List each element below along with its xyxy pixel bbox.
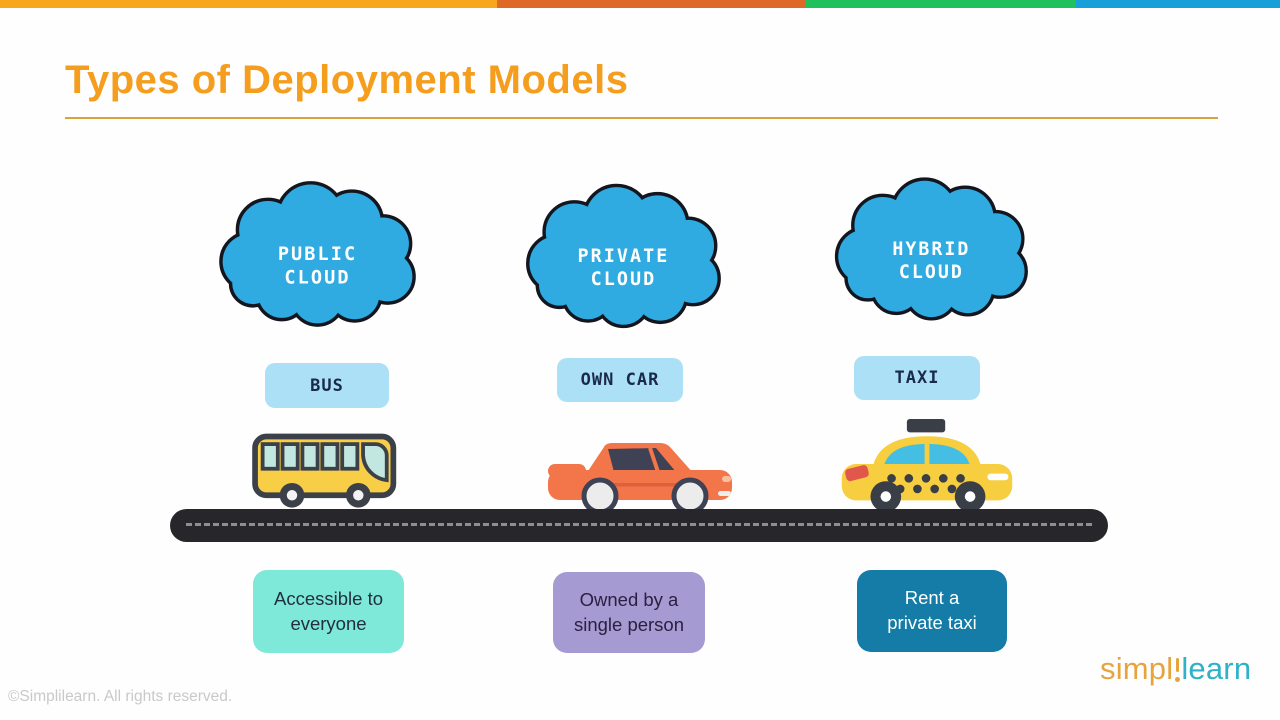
page-title: Types of Deployment Models bbox=[65, 58, 629, 102]
road-illustration bbox=[170, 509, 1108, 542]
private-cloud-label-line1: PRIVATE bbox=[578, 246, 670, 267]
brand-bar-segment bbox=[496, 0, 807, 8]
hybrid-cloud-label-line1: HYBRID bbox=[892, 239, 970, 260]
public-cloud-shape: PUBLIC CLOUD bbox=[202, 178, 422, 334]
logo-i-stem bbox=[1175, 658, 1180, 672]
brand-bar-segment bbox=[1076, 0, 1280, 8]
bus-label-pill: BUS bbox=[265, 363, 389, 408]
hybrid-cloud-description-box: Rent a private taxi bbox=[857, 570, 1007, 652]
hybrid-cloud-shape: HYBRID CLOUD bbox=[818, 176, 1034, 326]
bus-illustration bbox=[252, 433, 397, 508]
copyright-text: ©Simplilearn. All rights reserved. bbox=[8, 688, 233, 705]
brand-color-bar bbox=[0, 0, 1280, 8]
logo-i-dot bbox=[1175, 677, 1181, 682]
logo-text-simpl: simpl bbox=[1100, 651, 1174, 686]
car-illustration bbox=[548, 443, 732, 514]
road-center-line bbox=[186, 523, 1092, 526]
brand-bar-segment bbox=[0, 0, 497, 8]
description-line: Owned by a bbox=[579, 588, 679, 610]
taxi-illustration bbox=[841, 418, 1013, 512]
public-cloud-description-box: Accessible to everyone bbox=[253, 570, 404, 653]
logo-text-learn: learn bbox=[1181, 651, 1252, 686]
public-cloud-label-line1: PUBLIC bbox=[278, 244, 357, 265]
logo-i-mark bbox=[1173, 657, 1181, 682]
title-underline bbox=[65, 117, 1218, 119]
hybrid-cloud-label-line2: CLOUD bbox=[899, 262, 964, 283]
private-cloud-description-box: Owned by a single person bbox=[553, 572, 705, 653]
description-line: Accessible to bbox=[274, 587, 383, 609]
taxi-label-pill: TAXI bbox=[854, 356, 980, 400]
private-cloud-label-line2: CLOUD bbox=[591, 269, 657, 290]
public-cloud-label-line2: CLOUD bbox=[284, 268, 350, 289]
brand-bar-segment bbox=[806, 0, 1077, 8]
description-line: single person bbox=[573, 613, 685, 635]
description-line: Rent a bbox=[904, 587, 960, 609]
description-line: everyone bbox=[290, 612, 367, 634]
private-cloud-shape: PRIVATE CLOUD bbox=[509, 181, 727, 335]
description-line: private taxi bbox=[887, 612, 977, 633]
own-car-label-pill: OWN CAR bbox=[557, 358, 683, 402]
